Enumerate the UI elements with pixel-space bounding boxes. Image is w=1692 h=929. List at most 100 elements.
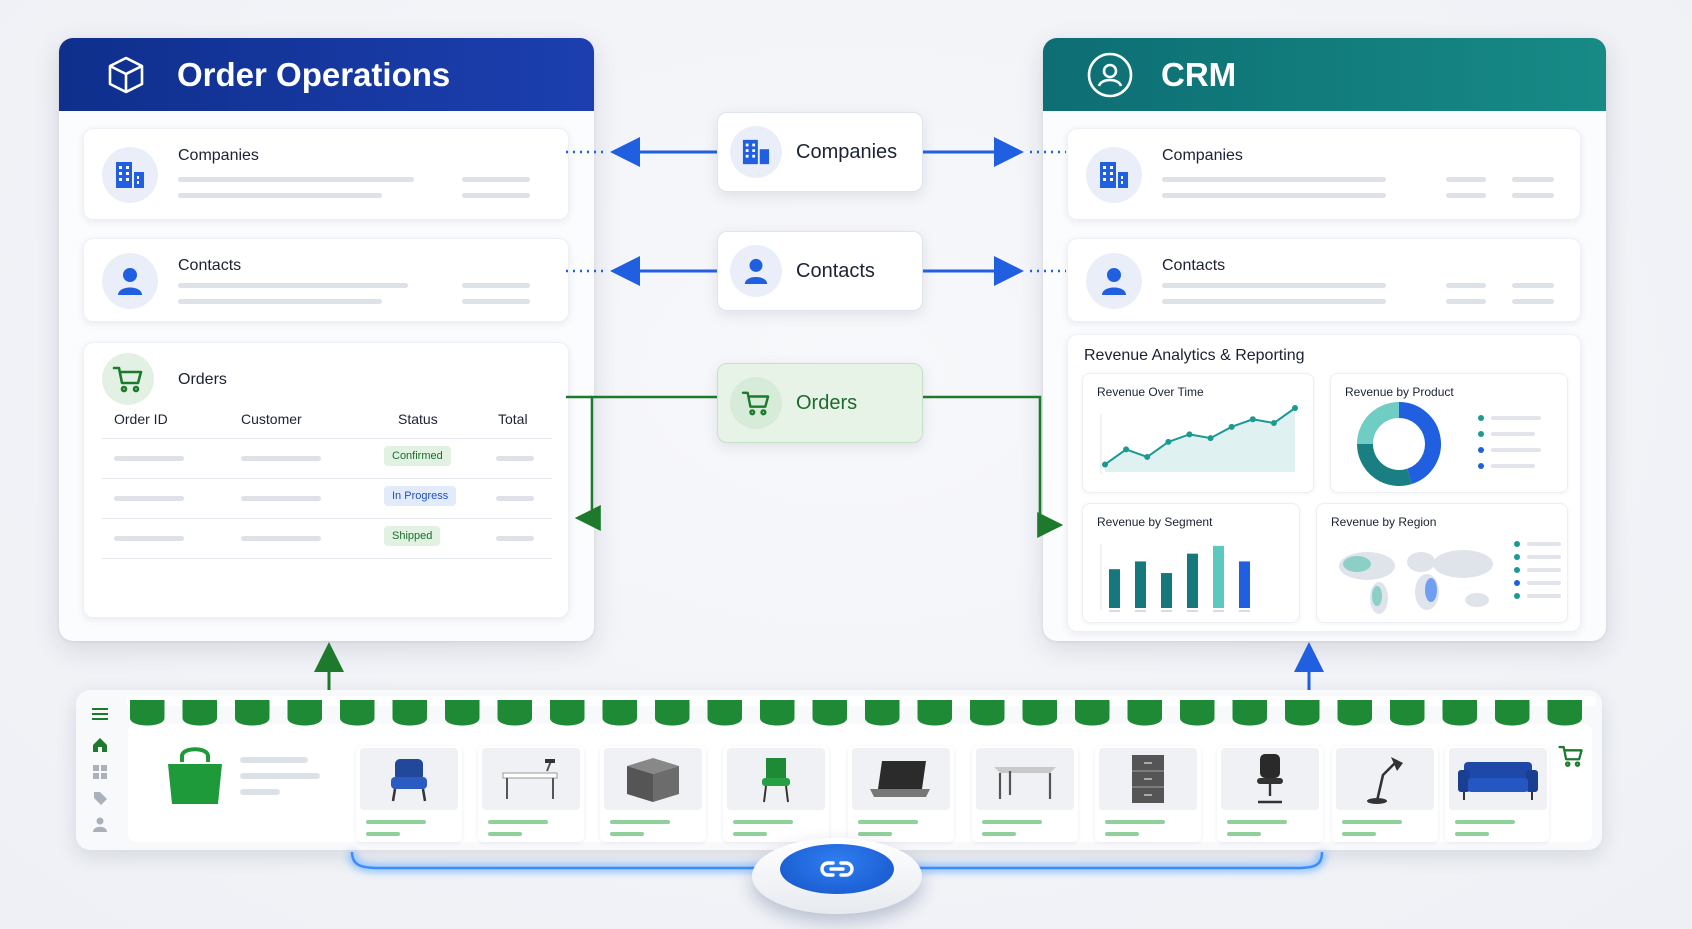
legend-bar (1527, 542, 1561, 546)
placeholder-bar (733, 820, 793, 824)
awning-scallop (497, 700, 532, 726)
sync-companies-label: Companies (796, 140, 898, 163)
line-point (1123, 446, 1130, 453)
oo-contacts-label: Contacts (178, 257, 242, 274)
order-operations-title: Order Operations (177, 55, 451, 93)
placeholder-bar (178, 283, 408, 288)
home-icon[interactable] (92, 737, 108, 753)
placeholder-bar (982, 832, 1016, 836)
building-icon (102, 147, 158, 203)
pie-slice (1357, 443, 1412, 486)
legend-dot (1514, 593, 1520, 599)
row-divider (102, 518, 552, 519)
legend-bar (1527, 594, 1561, 598)
sync-orders-pill[interactable]: Orders (717, 363, 923, 443)
integration-link-button[interactable] (752, 838, 922, 914)
awning-scallop (130, 700, 165, 726)
placeholder-bar (1105, 820, 1165, 824)
bar (1187, 553, 1198, 608)
product-card-sofa[interactable] (1445, 746, 1549, 842)
crm-companies-card[interactable]: Companies (1067, 128, 1581, 220)
placeholder-bar (1446, 193, 1486, 198)
product-card-laptop[interactable] (848, 746, 954, 842)
cube-icon (101, 50, 151, 100)
oo-orders-card[interactable]: Orders Order ID Customer Status Total Co… (83, 342, 569, 618)
awning-scallop (1232, 700, 1267, 726)
donut-chart-svg (1357, 402, 1541, 486)
revenue-over-time-chart[interactable]: Revenue Over Time (1082, 373, 1314, 493)
placeholder-bar (1512, 177, 1554, 182)
chart-title: Revenue by Region (1331, 515, 1437, 529)
crm-contacts-card[interactable]: Contacts (1067, 238, 1581, 322)
placeholder-bar (1162, 299, 1386, 304)
product-card-file-cabinet[interactable] (1095, 746, 1201, 842)
shopping-bag-icon (164, 744, 226, 813)
placeholder-bar (114, 456, 184, 461)
sync-contacts-pill[interactable]: Contacts (717, 231, 923, 311)
pie-slice (1398, 402, 1441, 484)
oo-companies-card[interactable]: Companies (83, 128, 569, 220)
order-operations-header: Order Operations (59, 38, 594, 111)
file-cabinet-image (1099, 748, 1197, 810)
menu-icon[interactable] (92, 706, 108, 722)
product-card-desk-lamp[interactable] (1332, 746, 1438, 842)
pie-slice (1357, 402, 1400, 445)
placeholder-bar (240, 757, 308, 763)
status-badge: Confirmed (384, 446, 451, 466)
placeholder-bar (366, 820, 426, 824)
user-icon[interactable] (92, 816, 108, 832)
bar (1213, 545, 1224, 608)
product-card-desk[interactable] (478, 746, 584, 842)
grid-icon[interactable] (92, 764, 108, 780)
placeholder-bar (1455, 832, 1489, 836)
awning-decoration (126, 696, 1596, 726)
chart-title: Revenue by Product (1345, 385, 1454, 399)
product-card-green-chair[interactable] (723, 746, 829, 842)
awning-scallop (865, 700, 900, 726)
placeholder-bar (366, 832, 400, 836)
awning-scallop (655, 700, 690, 726)
placeholder-bar (462, 193, 530, 198)
legend-bar (1527, 555, 1561, 559)
placeholder-bar (178, 177, 414, 182)
revenue-by-product-chart[interactable]: Revenue by Product (1330, 373, 1568, 493)
placeholder-bar (240, 789, 280, 795)
product-card-office-chair[interactable] (1217, 746, 1323, 842)
line-area (1105, 408, 1295, 472)
revenue-by-region-chart[interactable]: Revenue by Region (1316, 503, 1568, 623)
sync-companies-pill[interactable]: Companies (717, 112, 923, 192)
placeholder-bar (1162, 283, 1386, 288)
legend-dot (1478, 431, 1484, 437)
bar-baseline (1239, 610, 1250, 612)
placeholder-bar (496, 456, 534, 461)
chart-title: Revenue Over Time (1097, 385, 1204, 399)
oo-contacts-card[interactable]: Contacts (83, 238, 569, 322)
legend-bar (1491, 464, 1535, 468)
placeholder-bar (1512, 283, 1554, 288)
product-card-storage-box[interactable] (600, 746, 706, 842)
cart-icon[interactable] (1558, 744, 1584, 773)
bar-chart-svg (1100, 544, 1250, 612)
placeholder-bar (1446, 283, 1486, 288)
person-icon (730, 245, 782, 297)
chart-title: Revenue by Segment (1097, 515, 1213, 529)
placeholder-bar (496, 536, 534, 541)
crm-panel: CRM Companies Contacts Revenue Analytics… (1043, 38, 1606, 641)
bar-baseline (1213, 610, 1224, 612)
th-customer: Customer (241, 411, 302, 427)
placeholder-bar (462, 177, 530, 182)
awning-scallop (1022, 700, 1057, 726)
laptop-image (852, 748, 950, 810)
world-map-icon (1339, 541, 1561, 614)
th-total: Total (498, 411, 528, 427)
line-point (1292, 405, 1298, 411)
tag-icon[interactable] (92, 790, 108, 806)
placeholder-bar (114, 496, 184, 501)
bar (1135, 561, 1146, 608)
placeholder-bar (1105, 832, 1139, 836)
placeholder-bar (488, 820, 548, 824)
revenue-by-segment-chart[interactable]: Revenue by Segment (1082, 503, 1300, 623)
product-card-table[interactable] (972, 746, 1078, 842)
product-card-armchair[interactable] (356, 746, 462, 842)
placeholder-bar (1446, 177, 1486, 182)
